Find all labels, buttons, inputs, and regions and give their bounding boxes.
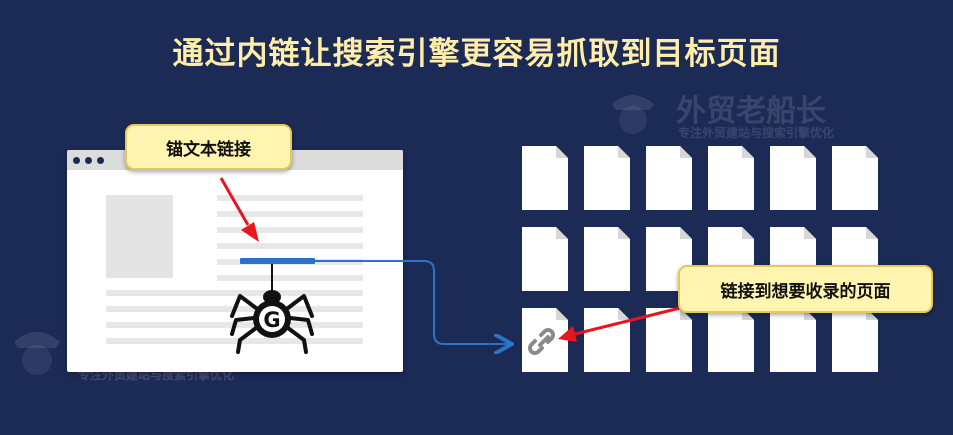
watermark-logo-icon: [612, 95, 654, 134]
document-icon: [770, 146, 816, 210]
target-page-document: [832, 146, 878, 210]
text-line: [217, 243, 363, 249]
document-icon: [522, 146, 568, 210]
spider-icon: G: [230, 264, 314, 354]
watermark-logo-icon: [14, 332, 60, 375]
document-icon: [522, 227, 568, 291]
red-arrow-icon: [558, 306, 681, 342]
watermark-brand: 外贸老船长: [676, 94, 826, 129]
text-line: [217, 275, 363, 281]
link-connector-arrow: [315, 260, 510, 344]
document-icon: [832, 146, 878, 210]
image-placeholder: [106, 195, 173, 278]
target-page-document: [584, 146, 630, 210]
page-title: 通过内链让搜索引擎更容易抓取到目标页面: [172, 36, 781, 72]
target-page-document: [522, 308, 568, 372]
browser-dot-icon: [85, 157, 92, 164]
text-line: [217, 211, 363, 217]
anchor-text-link[interactable]: [240, 258, 315, 264]
browser-dot-icon: [97, 157, 104, 164]
link-icon: [528, 328, 555, 355]
anchor-text-callout: 锚文本链接: [125, 124, 292, 170]
target-page-document: [770, 146, 816, 210]
document-icon: [584, 146, 630, 210]
watermark-tagline: 专注外贸建站与搜索引擎优化: [678, 126, 835, 140]
browser-dot-icon: [73, 157, 80, 164]
red-arrow-icon: [219, 177, 259, 242]
target-page-document: [646, 146, 692, 210]
target-page-document: [522, 146, 568, 210]
text-line: [106, 338, 363, 344]
document-icon: [708, 146, 754, 210]
spider-letter: G: [263, 308, 280, 332]
document-icon: [646, 146, 692, 210]
document-icon: [584, 227, 630, 291]
text-line: [217, 227, 363, 233]
text-line: [217, 195, 363, 201]
target-page-document: [584, 227, 630, 291]
watermark-top: 外贸老船长 专注外贸建站与搜索引擎优化: [604, 84, 854, 144]
text-line: [106, 290, 363, 296]
target-page-document: [522, 227, 568, 291]
target-page-document: [708, 146, 754, 210]
target-page-callout: 链接到想要收录的页面: [678, 265, 933, 313]
